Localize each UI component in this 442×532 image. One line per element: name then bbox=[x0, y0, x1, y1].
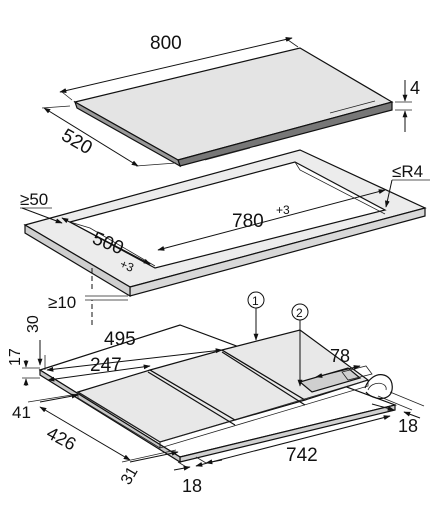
label-742: 742 bbox=[286, 445, 318, 466]
label-31: 31 bbox=[118, 464, 142, 488]
hob-top-plate bbox=[73, 47, 394, 168]
clearance-10: ≥10 bbox=[48, 268, 128, 325]
dimension-742: 742 bbox=[195, 415, 391, 467]
dimension-78: 78 bbox=[315, 346, 361, 378]
dimension-4: 4 bbox=[395, 78, 420, 132]
label-780-tolerance: +3 bbox=[276, 203, 290, 217]
label-78: 78 bbox=[330, 346, 350, 366]
dimension-780: 780 +3 bbox=[157, 189, 386, 251]
cutout-frame bbox=[23, 149, 427, 298]
dimension-17: 17 bbox=[7, 348, 40, 386]
label-4: 4 bbox=[410, 78, 420, 98]
dimension-31: 31 bbox=[118, 449, 179, 488]
label-520: 520 bbox=[58, 125, 96, 159]
label-17: 17 bbox=[7, 348, 24, 366]
dimension-30: 30 bbox=[25, 315, 43, 366]
label-41: 41 bbox=[12, 403, 31, 422]
label-r4: ≤R4 bbox=[392, 162, 423, 181]
label-callout-2: 2 bbox=[296, 306, 303, 320]
label-18-right: 18 bbox=[398, 416, 418, 436]
label-18-bottom: 18 bbox=[182, 476, 202, 496]
label-500-tolerance: +3 bbox=[118, 257, 136, 275]
label-30: 30 bbox=[25, 315, 42, 333]
label-780: 780 bbox=[232, 211, 264, 232]
label-495: 495 bbox=[104, 329, 136, 350]
dimension-41: 41 bbox=[12, 393, 79, 422]
margin-50: ≥50 bbox=[20, 190, 63, 224]
dimension-800: 800 bbox=[59, 33, 299, 101]
callout-1: 1 bbox=[247, 291, 265, 341]
dimension-18-right: 18 bbox=[371, 391, 425, 436]
radius-callout: ≤R4 bbox=[384, 162, 430, 208]
label-50: ≥50 bbox=[20, 190, 48, 209]
label-800: 800 bbox=[150, 33, 182, 54]
callout-2: 2 bbox=[291, 303, 309, 387]
label-callout-1: 1 bbox=[252, 294, 259, 308]
label-10: ≥10 bbox=[48, 293, 76, 312]
label-247: 247 bbox=[90, 355, 122, 376]
dimension-247: 247 bbox=[47, 355, 151, 382]
dimension-18-bottom: 18 bbox=[173, 456, 223, 496]
